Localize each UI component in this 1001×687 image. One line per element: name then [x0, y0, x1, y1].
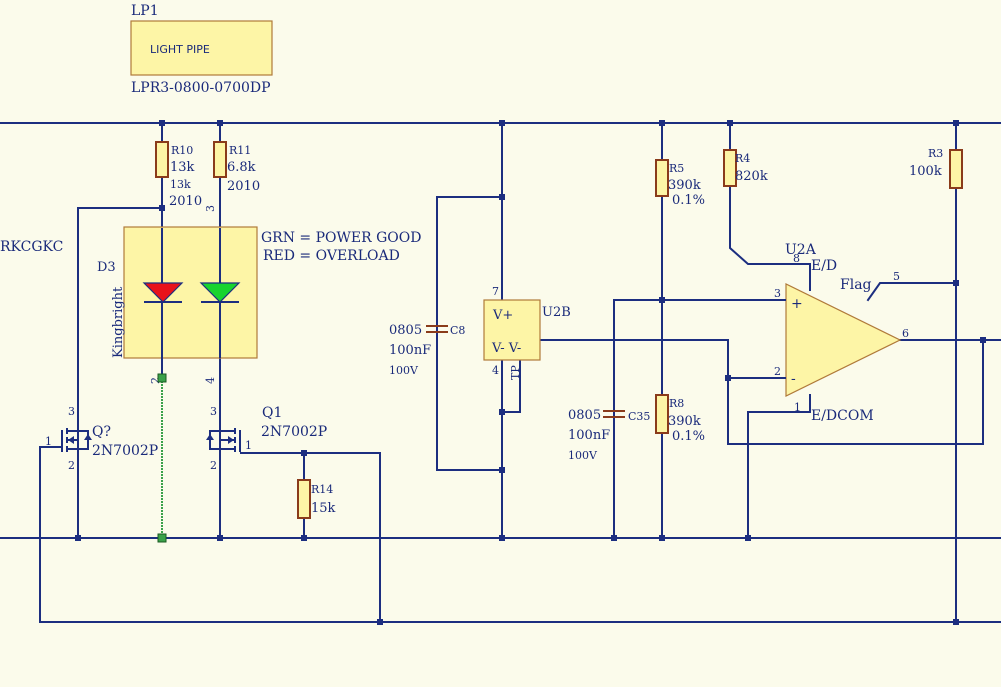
- note-overload: RED = OVERLOAD: [263, 248, 400, 264]
- lp1-designator: LP1: [131, 3, 159, 19]
- u2a-designator: U2A: [785, 242, 817, 258]
- r5-tolerance: 0.1%: [672, 193, 705, 208]
- u2a-pin6: 6: [902, 327, 909, 340]
- d3-designator: D3: [97, 260, 116, 275]
- u2a-minus: -: [791, 371, 796, 387]
- r8-designator: R8: [669, 397, 684, 410]
- c35-designator: C35: [628, 410, 650, 423]
- u2b-designator: U2B: [542, 305, 571, 320]
- u2a-flag-label: Flag: [840, 277, 872, 293]
- qx-pin1: 1: [45, 435, 52, 448]
- u2b-vplus: V+: [492, 308, 513, 323]
- u2a-pin2: 2: [774, 365, 781, 378]
- d3-pin3: 3: [204, 205, 217, 212]
- u2b-pin7: 7: [492, 285, 499, 298]
- r5-value: 390k: [668, 178, 701, 193]
- resistor-r8[interactable]: R8 390k 0.1%: [655, 394, 705, 444]
- u2a-pin1: 1: [794, 401, 801, 414]
- resistor-r3[interactable]: R3 100k: [909, 147, 963, 189]
- edge-net-label: RKCGKC: [0, 239, 63, 255]
- u2a-pin5: 5: [893, 270, 900, 283]
- r10-value: 13k: [170, 160, 195, 175]
- u2b-vminus: V- V-: [491, 341, 521, 356]
- r11-package: 2010: [227, 179, 260, 194]
- d3-pin2: 2: [149, 377, 162, 384]
- r10-designator: R10: [171, 144, 193, 157]
- r8-tolerance: 0.1%: [672, 429, 705, 444]
- r11-designator: R11: [229, 144, 251, 157]
- u2a-ed-label: E/D: [811, 258, 837, 274]
- r4-value: 820k: [735, 169, 768, 184]
- r14-designator: R14: [311, 483, 333, 496]
- c35-voltage: 100V: [568, 449, 598, 462]
- qx-part: 2N7002P: [92, 443, 158, 459]
- mosfet-qx[interactable]: 1 2 3 Q? 2N7002P: [45, 405, 158, 472]
- resistor-r11[interactable]: R11 6.8k 2010: [213, 141, 260, 194]
- q1-designator: Q1: [262, 405, 282, 421]
- r3-value: 100k: [909, 164, 942, 179]
- c8-designator: C8: [450, 324, 465, 337]
- resistor-r10[interactable]: R10 13k 13k 2010: [155, 141, 202, 209]
- opamp-triangle-icon: [785, 283, 902, 397]
- r5-designator: R5: [669, 162, 684, 175]
- d3-manufacturer: Kingbright: [111, 286, 126, 358]
- u2a-pin3: 3: [774, 287, 781, 300]
- q1-part: 2N7002P: [261, 424, 327, 440]
- lp1-body-text: LIGHT PIPE: [150, 43, 210, 56]
- c35-value: 100nF: [568, 428, 610, 443]
- u2a-pin8: 8: [793, 252, 800, 265]
- led-d3[interactable]: D3 Kingbright 3 2 4: [97, 205, 258, 384]
- lp1-part-number: LPR3-0800-0700DP: [131, 80, 271, 96]
- red-led-icon: [142, 282, 184, 303]
- q1-pin3: 3: [210, 405, 217, 418]
- r11-value: 6.8k: [227, 160, 256, 175]
- r4-designator: R4: [735, 152, 750, 165]
- r3-designator: R3: [928, 147, 943, 160]
- note-power-good: GRN = POWER GOOD: [261, 230, 421, 246]
- q1-pin2: 2: [210, 459, 217, 472]
- resistor-r14[interactable]: R14 15k: [297, 479, 336, 519]
- r10-value-secondary: 13k: [170, 178, 191, 191]
- unrouted-connection: [157, 358, 167, 543]
- c8-value: 100nF: [389, 343, 431, 358]
- r14-value: 15k: [311, 501, 336, 516]
- resistor-r5[interactable]: R5 390k 0.1%: [655, 159, 705, 208]
- c8-package: 0805: [389, 323, 422, 338]
- opamp-u2a[interactable]: + - 3 2 8 1 5 6 U2A E/D Flag E/DCOM: [774, 242, 909, 424]
- green-led-icon: [199, 282, 241, 303]
- resistor-r4[interactable]: R4 820k: [723, 149, 768, 187]
- c8-voltage: 100V: [389, 364, 419, 377]
- r10-package: 2010: [169, 194, 202, 209]
- qx-designator: Q?: [92, 424, 111, 440]
- lp1-light-pipe[interactable]: LP1 LIGHT PIPE LPR3-0800-0700DP: [130, 3, 273, 96]
- capacitor-c35[interactable]: 0805 C35 100nF 100V: [568, 408, 650, 462]
- capacitor-c8[interactable]: 0805 C8 100nF 100V: [389, 323, 465, 377]
- q1-pin1: 1: [245, 439, 252, 452]
- junctions: [75, 120, 986, 625]
- mosfet-q1[interactable]: 1 2 3 Q1 2N7002P: [206, 405, 327, 472]
- c35-package: 0805: [568, 408, 601, 423]
- opamp-u2b-power[interactable]: V+ V- V- TP 7 4 U2B: [483, 285, 571, 380]
- wires: [0, 122, 1001, 623]
- u2a-plus: +: [791, 296, 803, 312]
- qx-pin2: 2: [68, 459, 75, 472]
- u2b-tp: TP: [509, 365, 522, 380]
- r8-value: 390k: [668, 414, 701, 429]
- d3-pin4: 4: [204, 377, 217, 384]
- u2a-edcom-label: E/DCOM: [811, 408, 874, 424]
- qx-pin3: 3: [68, 405, 75, 418]
- u2b-pin4: 4: [492, 364, 499, 377]
